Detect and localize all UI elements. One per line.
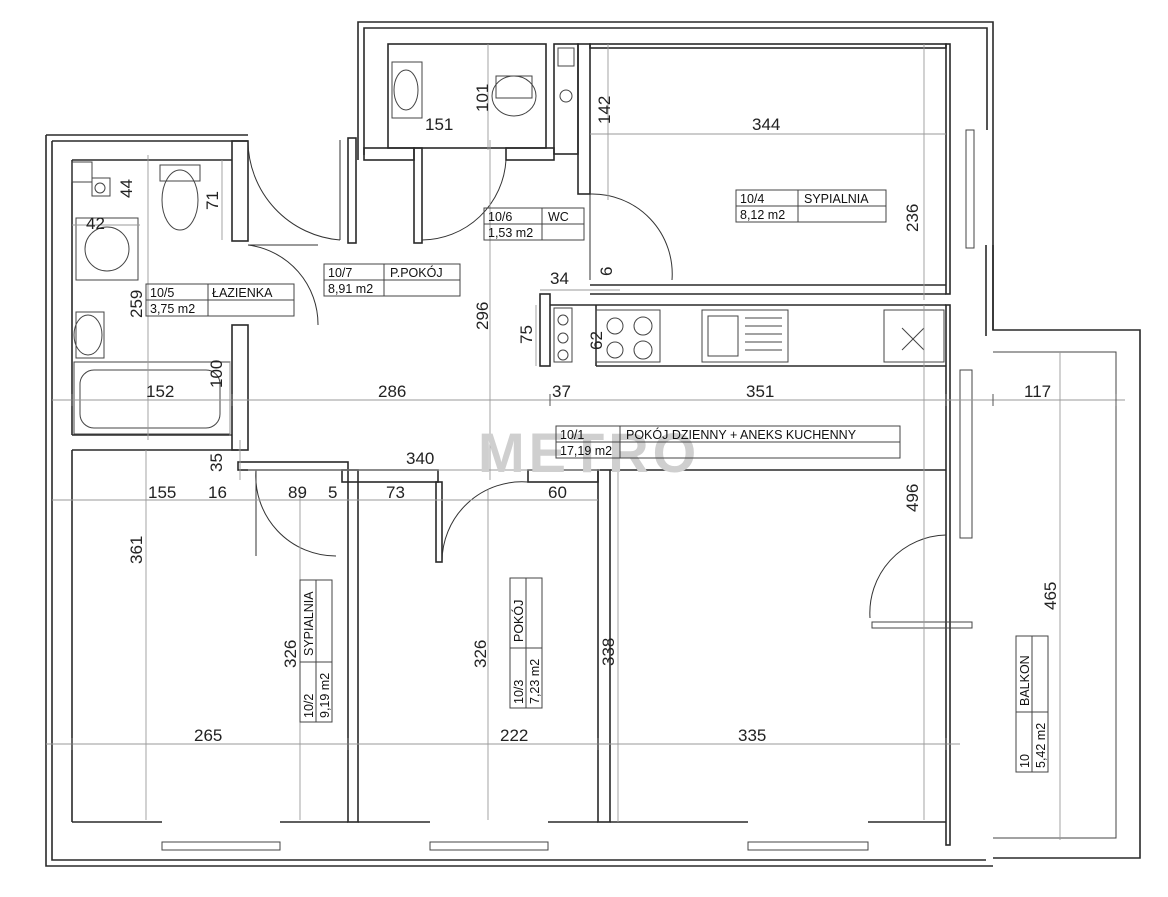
dim-label: 340 — [406, 449, 434, 468]
room-area: 7,23 m2 — [528, 659, 542, 704]
room-name: BALKON — [1018, 655, 1032, 706]
dim-label: 44 — [117, 179, 136, 198]
dim-label: 60 — [548, 483, 567, 502]
room-name: WC — [548, 210, 569, 224]
room-label-balcony: 10 BALKON 5,42 m2 — [1015, 635, 1049, 773]
dim-label: 37 — [552, 382, 571, 401]
wc-washbasin-icon — [391, 61, 423, 119]
room-label-10-6: 10/6 WC 1,53 m2 — [483, 207, 585, 241]
dim-label: 335 — [738, 726, 766, 745]
sink-icon — [71, 161, 93, 183]
dim-label: 338 — [599, 638, 618, 666]
dim-label: 465 — [1041, 582, 1060, 610]
dim-label: 259 — [127, 290, 146, 318]
dim-label: 496 — [903, 484, 922, 512]
dim-label: 222 — [500, 726, 528, 745]
windows — [161, 129, 975, 851]
dim-label: 117 — [1024, 382, 1051, 401]
room-id: 10 — [1018, 754, 1032, 768]
watermark: METRO — [478, 421, 700, 484]
room-id: 10/2 — [302, 694, 316, 718]
dim-label: 34 — [550, 269, 569, 288]
dim-label: 35 — [207, 453, 226, 472]
dim-label: 152 — [146, 382, 174, 401]
room-id: 10/4 — [740, 192, 764, 206]
room-id: 10/6 — [488, 210, 512, 224]
room-label-10-4: 10/4 SYPIALNIA 8,12 m2 — [735, 189, 887, 223]
room-label-10-7: 10/7 P.POKÓJ 8,91 m2 — [323, 263, 461, 297]
doors — [247, 140, 947, 619]
room-area: 3,75 m2 — [150, 302, 195, 316]
dim-label: 71 — [203, 191, 222, 210]
dim-label: 6 — [597, 267, 616, 276]
dim-label: 351 — [746, 382, 774, 401]
kitchen-sink-icon — [701, 309, 789, 363]
room-id: 10/7 — [328, 266, 352, 280]
dim-label: 142 — [595, 96, 614, 124]
dim-label: 361 — [127, 536, 146, 564]
dim-label: 286 — [378, 382, 406, 401]
room-name: POKÓJ — [511, 600, 526, 642]
room-id: 10/3 — [512, 680, 526, 704]
cooktop-icon — [595, 309, 661, 363]
dim-label: 62 — [587, 331, 606, 350]
dimension-labels: 151 101 142 344 236 44 42 71 259 296 34 … — [86, 84, 1060, 745]
dim-label: 326 — [471, 640, 490, 668]
boiler-icon — [553, 307, 573, 363]
dim-label: 42 — [86, 214, 105, 233]
dim-label: 5 — [328, 483, 337, 502]
fixtures — [71, 47, 1117, 839]
dim-label: 151 — [425, 115, 453, 134]
dim-label: 101 — [473, 84, 492, 112]
dim-label: 265 — [194, 726, 222, 745]
room-label-10-3: 10/3 POKÓJ 7,23 m2 — [509, 577, 543, 709]
room-name: ŁAZIENKA — [212, 286, 273, 300]
room-id: 10/1 — [560, 428, 584, 442]
room-id: 10/5 — [150, 286, 174, 300]
dim-label: 236 — [903, 204, 922, 232]
room-area: 8,12 m2 — [740, 208, 785, 222]
outer-walls — [45, 21, 1141, 867]
dim-label: 75 — [517, 325, 536, 344]
room-area: 5,42 m2 — [1034, 723, 1048, 768]
dim-label: 89 — [288, 483, 307, 502]
dim-label: 155 — [148, 483, 176, 502]
room-area: 9,19 m2 — [318, 673, 332, 718]
room-area: 17,19 m2 — [560, 444, 612, 458]
dim-label: 326 — [281, 640, 300, 668]
room-area: 1,53 m2 — [488, 226, 533, 240]
wc-toilet-icon — [491, 75, 537, 117]
dim-label: 296 — [473, 302, 492, 330]
dim-label: 73 — [386, 483, 405, 502]
room-area: 8,91 m2 — [328, 282, 373, 296]
room-label-10-2: 10/2 SYPIALNIA 9,19 m2 — [299, 579, 333, 723]
interior-walls — [71, 43, 951, 846]
room-label-10-1: 10/1 POKÓJ DZIENNY + ANEKS KUCHENNY 17,1… — [555, 425, 901, 459]
washing-machine-icon — [75, 217, 139, 281]
washbasin-icon — [75, 311, 105, 359]
room-name: POKÓJ DZIENNY + ANEKS KUCHENNY — [626, 427, 857, 442]
room-name: SYPIALNIA — [804, 192, 869, 206]
toilet-icon — [161, 169, 199, 231]
room-name: P.POKÓJ — [390, 265, 443, 280]
dim-label: 344 — [752, 115, 780, 134]
dim-label: 100 — [207, 360, 226, 388]
dim-label: 16 — [208, 483, 227, 502]
room-name: SYPIALNIA — [302, 591, 316, 656]
room-label-10-5: 10/5 ŁAZIENKA 3,75 m2 — [145, 283, 295, 317]
